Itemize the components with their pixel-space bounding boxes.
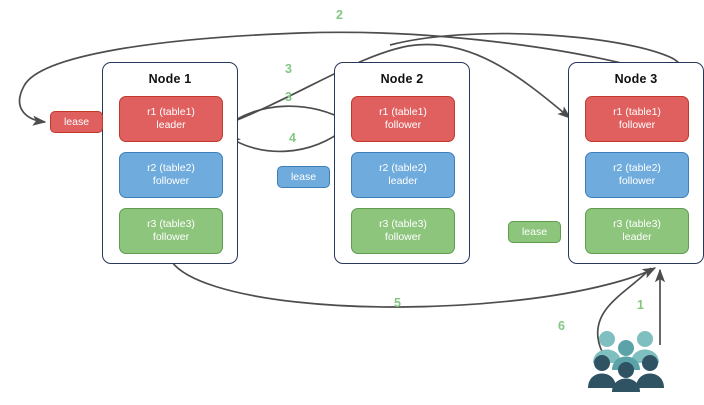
edge-label-6: 6 (558, 319, 565, 333)
replica-name: r1 (table1) (613, 106, 661, 118)
edge-label-4: 4 (289, 131, 296, 145)
edge-3-upper-path (221, 43, 572, 127)
edge-label-5: 5 (394, 296, 401, 310)
replica-name: r3 (table3) (613, 218, 661, 230)
node-container-1[interactable]: Node 1 r1 (table1) leader r2 (table2) fo… (102, 62, 238, 264)
edge-label-2: 2 (336, 8, 343, 22)
replica-role: follower (384, 231, 422, 243)
replica-n1-r2[interactable]: r2 (table2) follower (119, 152, 223, 198)
replica-name: r2 (table2) (147, 162, 195, 174)
node-title-1: Node 1 (148, 72, 192, 86)
replica-name: r1 (table1) (147, 106, 195, 118)
replica-n3-r1[interactable]: r1 (table1) follower (585, 96, 689, 142)
edge-label-3-upper: 3 (285, 62, 292, 76)
replica-role: leader (622, 231, 652, 243)
edge-4-path (226, 125, 349, 153)
node-title-3: Node 3 (614, 72, 658, 86)
replica-n2-r2[interactable]: r2 (table2) leader (351, 152, 455, 198)
replica-role: follower (152, 175, 190, 187)
node-container-3[interactable]: Node 3 r1 (table1) follower r2 (table2) … (568, 62, 704, 264)
edge-2-path (18, 31, 684, 126)
replica-n2-r3[interactable]: r3 (table3) follower (351, 208, 455, 254)
replica-n1-r3[interactable]: r3 (table3) follower (119, 208, 223, 254)
replica-n3-r3[interactable]: r3 (table3) leader (585, 208, 689, 254)
replica-role: follower (618, 119, 656, 131)
lease-badge-red[interactable]: lease (50, 111, 103, 133)
replica-n3-r2[interactable]: r2 (table2) follower (585, 152, 689, 198)
replica-role: leader (388, 175, 418, 187)
node-title-2: Node 2 (380, 72, 424, 86)
replica-name: r2 (table2) (379, 162, 427, 174)
replica-n2-r1[interactable]: r1 (table1) follower (351, 96, 455, 142)
replica-name: r1 (table1) (379, 106, 427, 118)
users-group-icon (588, 331, 664, 392)
node-container-2[interactable]: Node 2 r1 (table1) follower r2 (table2) … (334, 62, 470, 264)
lease-badge-green[interactable]: lease (508, 221, 561, 243)
replica-role: follower (152, 231, 190, 243)
replica-name: r3 (table3) (379, 218, 427, 230)
replica-name: r2 (table2) (613, 162, 661, 174)
replica-role: follower (384, 119, 422, 131)
replica-role: leader (156, 119, 186, 131)
edge-label-1: 1 (637, 298, 644, 312)
edge-5-path (171, 261, 657, 308)
replica-n1-r1[interactable]: r1 (table1) leader (119, 96, 223, 142)
edge-label-3-lower: 3 (285, 90, 292, 104)
replica-name: r3 (table3) (147, 218, 195, 230)
replica-role: follower (618, 175, 656, 187)
lease-badge-blue[interactable]: lease (277, 166, 330, 188)
